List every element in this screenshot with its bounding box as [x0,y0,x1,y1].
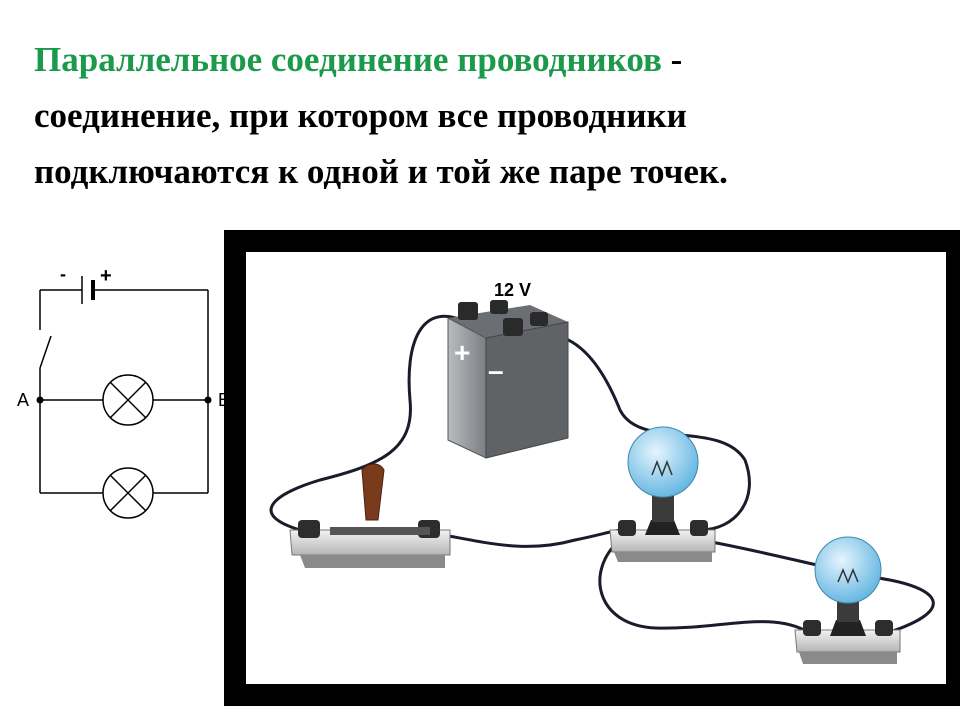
circuit-illustration: 12 V + – [246,252,946,684]
battery-voltage-label: 12 V [494,280,531,300]
circuit-schematic: - + А В [17,264,230,519]
battery-minus-sign: - [60,264,66,284]
battery-12v: 12 V + – [447,280,569,459]
slide-definition: Параллельное соединение проводников - со… [34,32,934,200]
lamp-1-symbol [102,374,154,426]
knife-switch [289,463,451,568]
term-parallel-connection: Параллельное соединение проводников [34,40,662,79]
bulb-2 [794,536,901,664]
node-b-dot [204,396,212,404]
lamp-2-symbol [102,467,154,519]
definition-line-3: подключаются к одной и той же паре точек… [34,152,728,191]
node-a-dot [36,396,44,404]
battery-plus-mark: + [454,337,470,368]
bulb-1 [609,426,716,562]
definition-line-2: соединение, при котором все проводники [34,96,687,135]
circuit-illustration-frame: 12 V + – [224,230,960,706]
battery-minus-mark: – [488,355,504,386]
node-a-label: А [17,390,29,410]
battery-plus-sign: + [100,265,112,287]
term-dash: - [661,40,683,79]
